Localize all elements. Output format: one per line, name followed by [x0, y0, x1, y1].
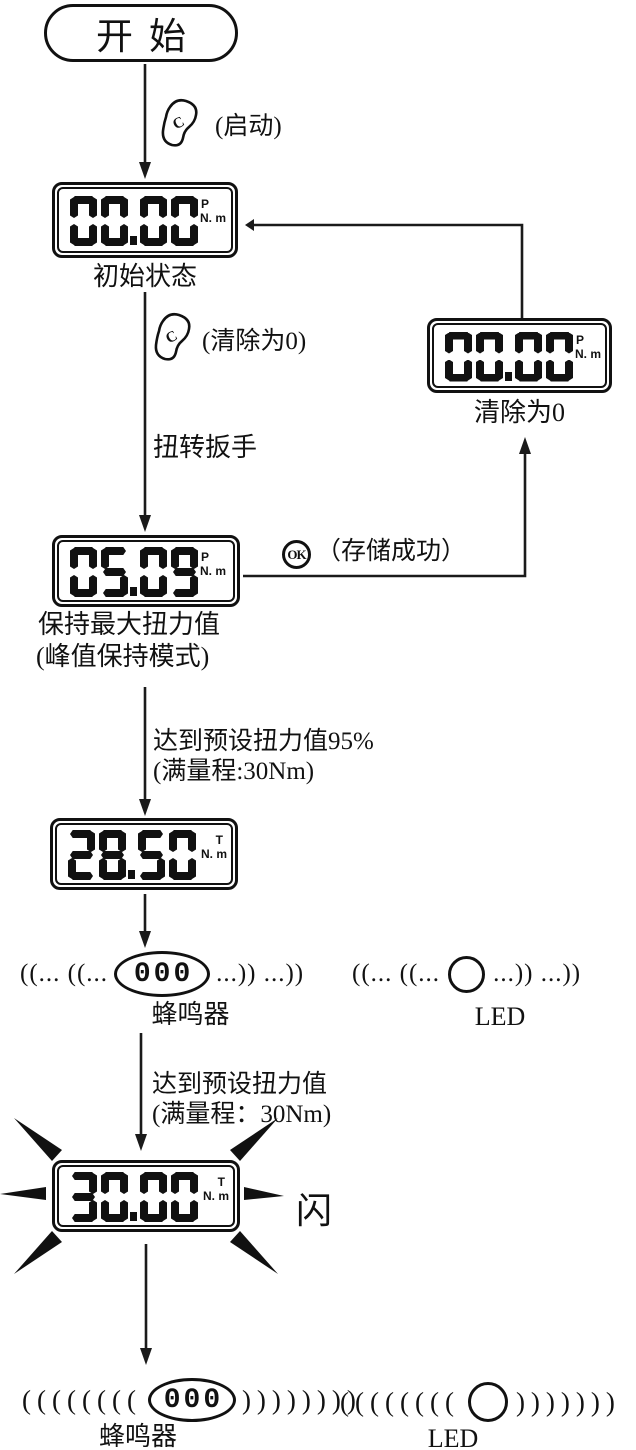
reach-95-label-line1: 达到预设扭力值95%	[153, 728, 374, 755]
buzzer-core-label: 000	[163, 1384, 224, 1416]
clear-action-label: (清除为0)	[202, 328, 307, 355]
buzzer-label: 蜂鸣器	[98, 1422, 177, 1450]
sound-waves-left: ((... ((...	[20, 960, 109, 987]
light-waves-right: )))))))	[515, 1386, 621, 1417]
buzzer-continuous: (((((((( 000 ))))))))	[22, 1374, 362, 1426]
lcd-mode-indicator: P	[201, 550, 210, 564]
lcd-display-peak: P N. m	[52, 535, 240, 607]
led-icon	[467, 1382, 508, 1422]
lcd-display-warning: T N. m	[50, 818, 238, 890]
line-cleared-to-initial	[254, 223, 524, 318]
lcd-value	[66, 828, 198, 880]
c-button-icon: C	[161, 98, 198, 147]
lcd-unit-label: N. m	[200, 564, 227, 578]
lcd-mode-indicator: T	[215, 833, 223, 847]
reach-preset-label-line2: (满量程：30Nm)	[152, 1101, 332, 1128]
flash-rays	[0, 1118, 284, 1274]
lcd-display-initial: P N. m	[52, 182, 238, 258]
buzzer-label: 蜂鸣器	[151, 1000, 230, 1029]
lcd-unit-label: N. m	[200, 847, 227, 861]
buzzer-icon: 000	[114, 951, 211, 997]
lcd-display-cleared: P N. m	[427, 318, 612, 393]
lcd-unit-label: N. m	[202, 1189, 229, 1203]
lcd-mode-indicator: P	[201, 197, 210, 211]
lcd-mode-indicator: P	[576, 333, 585, 347]
caption-peak-line2: (峰值保持模式)	[36, 642, 210, 671]
lcd-value	[68, 1170, 200, 1222]
lcd-unit-label: N. m	[575, 347, 602, 361]
led-continuous: (((((((( )))))))	[340, 1376, 621, 1428]
led-intermittent: ((... ((... ...)) ...))	[352, 948, 581, 1000]
led-icon	[448, 955, 486, 993]
led-label: LED	[427, 1424, 479, 1450]
lcd-value	[68, 545, 200, 597]
sound-waves-left: ((((((((	[22, 1384, 142, 1415]
buzzer-intermittent: ((... ((... 000 ...)) ...))	[20, 948, 304, 1000]
c-button-icon: C	[154, 312, 191, 361]
arrowheads	[135, 162, 531, 1365]
flash-label: 闪	[296, 1191, 333, 1231]
lcd-value	[443, 330, 575, 382]
lcd-value	[68, 194, 200, 246]
lcd-display-target: T N. m	[52, 1160, 240, 1232]
ok-button-icon: OK	[282, 540, 311, 569]
caption-initial-state: 初始状态	[92, 262, 197, 291]
reach-preset-label-line1: 达到预设扭力值	[152, 1071, 328, 1098]
light-waves-left: ((... ((...	[352, 960, 441, 987]
light-waves-left: ((((((((	[340, 1386, 460, 1417]
sound-waves-right: ))))))))	[241, 1384, 362, 1415]
store-success-label: （存储成功）	[316, 538, 467, 565]
buzzer-icon: 000	[147, 1378, 236, 1422]
sound-waves-right: ...)) ...))	[216, 960, 305, 987]
caption-cleared: 清除为0	[473, 398, 565, 427]
line-peak-to-cleared	[243, 453, 527, 578]
buzzer-core-label: 000	[133, 958, 194, 990]
start-action-label: (启动)	[215, 113, 282, 140]
caption-peak-line1: 保持最大扭力值	[38, 610, 221, 639]
reach-95-label-line2: (满量程:30Nm)	[153, 758, 315, 785]
lcd-unit-label: N. m	[200, 211, 227, 225]
light-waves-right: ...)) ...))	[493, 960, 582, 987]
twist-wrench-label: 扭转扳手	[153, 433, 258, 462]
lcd-mode-indicator: T	[217, 1175, 225, 1189]
start-node: 开始	[44, 4, 238, 62]
led-label: LED	[474, 1002, 526, 1031]
